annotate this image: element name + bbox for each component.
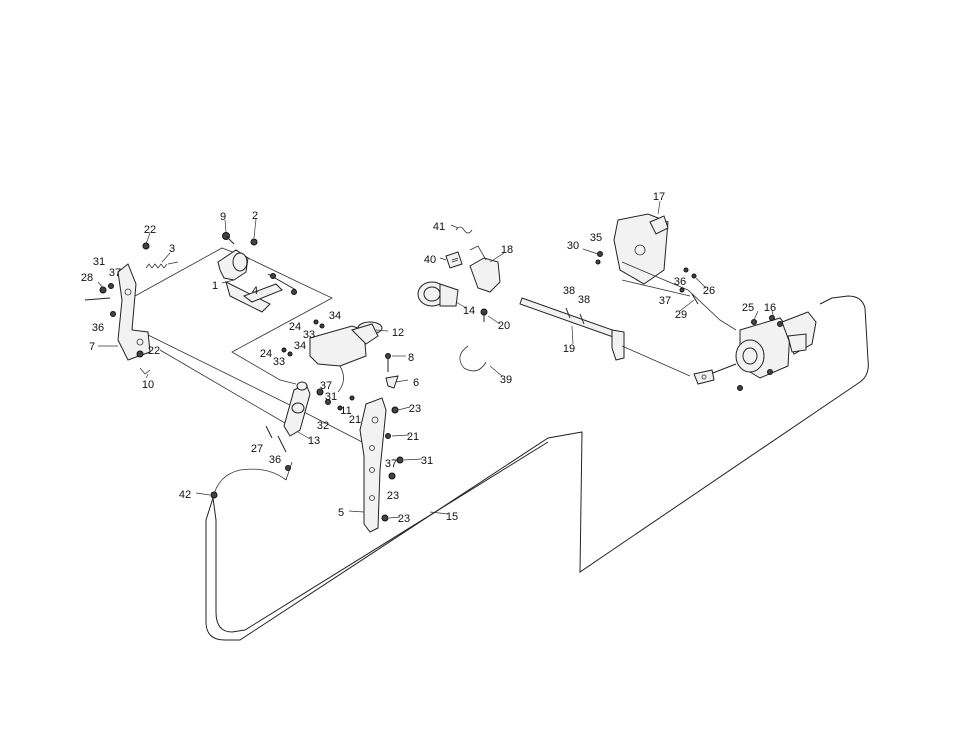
callout-label: 3	[169, 243, 175, 255]
callout-label: 20	[498, 320, 510, 332]
callout-label: 4	[252, 285, 258, 297]
callout-label: 1	[212, 280, 218, 292]
callout-label: 28	[81, 272, 93, 284]
callout-label: 42	[179, 489, 191, 501]
callout-label: 24	[289, 321, 301, 333]
callout-label: 22	[148, 345, 160, 357]
release-fork-18	[469, 257, 501, 293]
callout-label: 12	[392, 327, 404, 339]
mounting-bracket-5	[359, 397, 387, 533]
hydraulic-line	[205, 295, 869, 641]
callout-label: 34	[329, 310, 341, 322]
release-shaft-19	[519, 297, 619, 339]
callout-label: 21	[349, 414, 361, 426]
callout-label: 37	[109, 267, 121, 279]
callout-label: 36	[269, 454, 281, 466]
callout-label: 38	[563, 285, 575, 297]
callout-label: 24	[260, 348, 272, 360]
callout-label: 19	[563, 343, 575, 355]
callout-label: 23	[398, 513, 410, 525]
callout-label: 23	[387, 490, 399, 502]
spring-3	[145, 263, 168, 269]
callout-label: 8	[408, 352, 414, 364]
callout-label: 17	[653, 191, 665, 203]
callout-label: 23	[409, 403, 421, 415]
callout-label: 26	[703, 285, 715, 297]
callout-label: 38	[578, 294, 590, 306]
fluid-reservoir-12	[309, 325, 367, 367]
callout-label: 13	[308, 435, 320, 447]
callout-label: 16	[764, 302, 776, 314]
callout-label: 2	[252, 210, 258, 222]
callout-label: 22	[144, 224, 156, 236]
callout-label: 25	[742, 302, 754, 314]
callout-label: 37	[385, 458, 397, 470]
callout-label: 6	[413, 377, 419, 389]
callout-label: 7	[89, 341, 95, 353]
callout-label: 40	[424, 254, 436, 266]
callout-label: 32	[317, 420, 329, 432]
callout-label: 14	[463, 305, 475, 317]
callout-label: 37	[320, 380, 332, 392]
slave-cylinder-assembly	[595, 213, 817, 391]
callout-label: 21	[407, 431, 419, 443]
callout-label: 15	[446, 511, 458, 523]
leader-lines	[97, 200, 775, 519]
callout-label: 35	[590, 232, 602, 244]
callout-label: 27	[251, 443, 263, 455]
callout-label: 33	[303, 329, 315, 341]
release-fork-assembly	[417, 226, 691, 377]
callout-label: 31	[93, 256, 105, 268]
callout-label: 36	[92, 322, 104, 334]
callout-label: 41	[433, 221, 445, 233]
callout-label: 29	[675, 309, 687, 321]
callout-label: 39	[500, 374, 512, 386]
callout-label: 31	[421, 455, 433, 467]
callout-label: 31	[325, 391, 337, 403]
callout-label: 5	[338, 507, 344, 519]
callout-label: 18	[501, 244, 513, 256]
callout-label: 30	[567, 240, 579, 252]
lever-7	[117, 263, 151, 361]
pedal-bracket-assembly	[84, 232, 404, 533]
callout-label: 34	[294, 340, 306, 352]
callout-label: 37	[659, 295, 671, 307]
callout-label: 11	[340, 405, 351, 417]
callout-label: 36	[674, 276, 686, 288]
callout-label: 10	[142, 379, 154, 391]
callout-label: 9	[220, 211, 226, 223]
callout-label: 33	[273, 356, 285, 368]
